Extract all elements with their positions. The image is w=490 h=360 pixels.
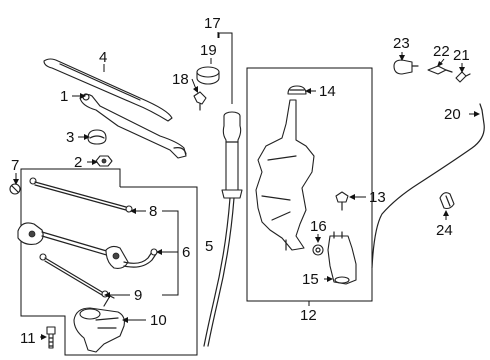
washer-hose <box>371 103 485 269</box>
nut <box>95 155 113 167</box>
pump-grommet <box>312 244 324 256</box>
callout-19: 19 <box>200 42 217 59</box>
washer-nozzle <box>393 59 419 75</box>
callout-21: 21 <box>453 47 470 64</box>
filler-cap <box>196 66 220 85</box>
washer-reservoir <box>255 99 315 251</box>
callout-2: 2 <box>74 154 82 171</box>
callout-1: 1 <box>60 88 68 105</box>
callout-7: 7 <box>11 157 19 174</box>
callout-15: 15 <box>302 271 319 288</box>
callout-23: 23 <box>393 35 410 52</box>
callout-22: 22 <box>433 43 450 60</box>
pivot-link-assembly <box>17 222 158 269</box>
hose-clip <box>9 183 21 195</box>
wiper-blade <box>43 58 173 122</box>
drive-link-lower <box>39 253 109 298</box>
motor-bolt <box>46 326 56 349</box>
reservoir-screw <box>335 191 349 211</box>
callout-12: 12 <box>300 307 317 324</box>
reservoir-cap <box>287 85 307 95</box>
callout-16: 16 <box>310 218 327 235</box>
callout-4: 4 <box>99 49 107 66</box>
drive-link-upper <box>29 177 133 213</box>
callout-5: 5 <box>205 238 213 255</box>
callout-9: 9 <box>134 287 142 304</box>
callout-18: 18 <box>172 71 189 88</box>
hose-tee <box>455 71 471 83</box>
callout-3: 3 <box>66 129 74 146</box>
callout-17: 17 <box>204 15 221 32</box>
nozzle-check-valve <box>427 65 453 75</box>
nut-cap <box>87 129 107 145</box>
hose-connector <box>439 192 455 210</box>
cap-retainer <box>193 91 207 111</box>
washer-pump <box>327 231 357 285</box>
wiper-motor <box>73 295 125 353</box>
callout-13: 13 <box>369 189 386 206</box>
callout-11: 11 <box>20 330 36 347</box>
callout-6: 6 <box>182 244 190 261</box>
filler-neck <box>203 111 243 347</box>
callout-24: 24 <box>436 222 453 239</box>
callout-10: 10 <box>150 312 167 329</box>
filler-neck-bracket <box>218 32 233 104</box>
linkage-group-outline <box>20 168 198 356</box>
callout-14: 14 <box>319 83 336 100</box>
callout-20: 20 <box>444 106 461 123</box>
callout-8: 8 <box>149 203 157 220</box>
